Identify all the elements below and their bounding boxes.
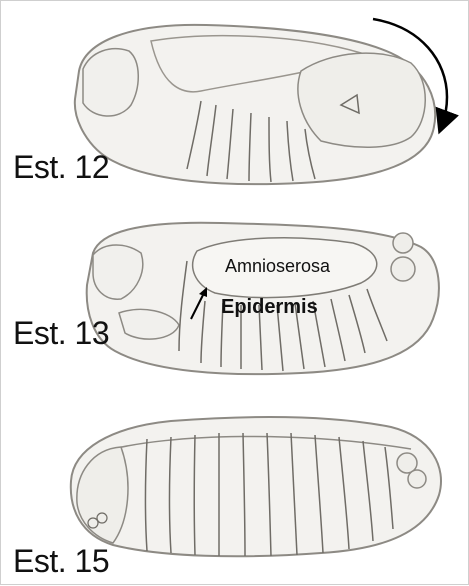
stage-13-panel: Amnioserosa Epidermis Est. 13: [1, 201, 468, 386]
stage-15-tail-spiracle-2: [408, 470, 426, 488]
stage-12-tail-region: [298, 53, 425, 147]
stage-13-embryo: [1, 201, 468, 386]
stage-12-label: Est. 12: [13, 151, 109, 183]
stage-13-label: Est. 13: [13, 317, 109, 349]
stage-12-head-lobe: [83, 49, 138, 116]
amnioserosa-label: Amnioserosa: [225, 257, 330, 275]
stage-13-tail-lobe-bottom: [391, 257, 415, 281]
stage-15-panel: Est. 15: [1, 391, 468, 586]
stage-13-tail-lobe-top: [393, 233, 413, 253]
stage-15-label: Est. 15: [13, 545, 109, 577]
stage-12-panel: Est. 12: [1, 1, 468, 196]
epidermis-label: Epidermis: [221, 297, 318, 317]
